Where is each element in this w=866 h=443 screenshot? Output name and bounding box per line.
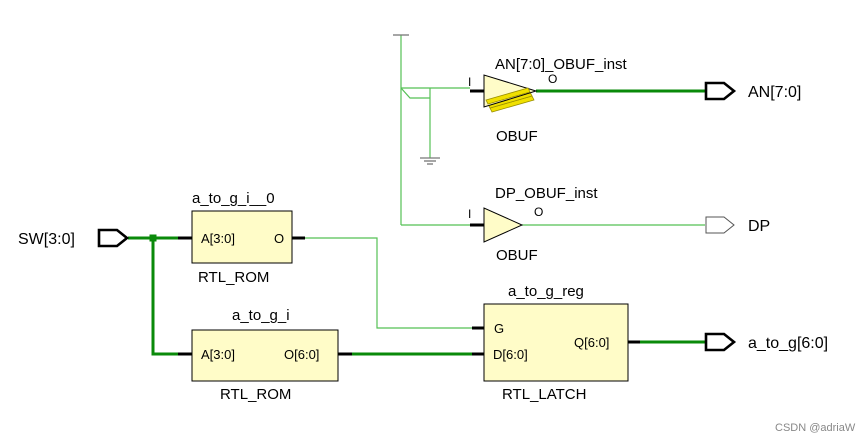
rom1-type-label: RTL_ROM xyxy=(220,386,291,403)
latch-body xyxy=(483,303,629,382)
latch-instance-label: a_to_g_reg xyxy=(508,283,584,300)
output-port-a-to-g[interactable]: a_to_g[6:0] xyxy=(704,332,828,352)
input-port-label: SW[3:0] xyxy=(18,231,75,248)
rom0-pin-a: A[3:0] xyxy=(201,231,235,246)
bus-junction-dot xyxy=(149,234,157,242)
an-obuf-instance-label: AN[7:0]_OBUF_inst xyxy=(495,56,628,73)
rom0-pin-o: O xyxy=(274,231,284,246)
output-port-a-to-g-arrow-icon xyxy=(704,332,737,352)
an-obuf-cell[interactable]: AN[7:0]_OBUF_inst I O OBUF xyxy=(468,56,628,145)
output-port-an-label: AN[7:0] xyxy=(748,84,801,101)
latch-cell[interactable]: a_to_g_reg G D[6:0] Q[6:0] RTL_LATCH xyxy=(483,283,629,403)
pin-stubs xyxy=(178,89,640,356)
output-port-an-arrow-icon xyxy=(704,81,737,101)
wire-sw-to-rom1[interactable] xyxy=(151,238,178,356)
rom0-type-label: RTL_ROM xyxy=(198,269,269,286)
rom1-cell[interactable]: a_to_g_i A[3:0] O[6:0] RTL_ROM xyxy=(191,307,339,403)
output-port-an[interactable]: AN[7:0] xyxy=(704,81,801,101)
wire-rom0-to-latch-g[interactable] xyxy=(305,237,472,329)
signal-wires xyxy=(305,35,705,329)
dp-obuf-pin-o: O xyxy=(534,205,543,219)
latch-type-label: RTL_LATCH xyxy=(502,386,586,403)
output-port-dp-arrow-icon xyxy=(705,216,735,234)
input-port-sw[interactable]: SW[3:0] xyxy=(18,228,130,248)
output-port-a-to-g-label: a_to_g[6:0] xyxy=(748,335,828,352)
input-port-arrow-icon xyxy=(97,228,130,248)
ground-symbol xyxy=(420,157,440,165)
rom1-instance-label: a_to_g_i xyxy=(232,307,290,324)
rom1-body xyxy=(191,329,339,382)
rom0-cell[interactable]: a_to_g_i__0 A[3:0] O RTL_ROM xyxy=(191,190,293,286)
dp-obuf-type-label: OBUF xyxy=(496,247,538,264)
an-obuf-pin-o: O xyxy=(548,72,557,86)
dp-obuf-instance-label: DP_OBUF_inst xyxy=(495,185,598,202)
rom1-pin-a: A[3:0] xyxy=(201,347,235,362)
an-obuf-stripe-1 xyxy=(485,87,531,105)
dp-obuf-pin-i: I xyxy=(468,207,471,221)
latch-pin-q: Q[6:0] xyxy=(574,335,609,350)
output-port-dp-label: DP xyxy=(748,218,770,235)
dp-obuf-triangle xyxy=(483,207,524,243)
an-obuf-pin-i: I xyxy=(468,75,471,89)
watermark-text: CSDN @adriaW xyxy=(775,422,856,434)
rom0-instance-label: a_to_g_i__0 xyxy=(192,190,275,207)
an-obuf-type-label: OBUF xyxy=(496,128,538,145)
rom1-pin-o: O[6:0] xyxy=(284,347,319,362)
output-port-dp[interactable]: DP xyxy=(705,216,770,235)
latch-pin-d: D[6:0] xyxy=(493,347,528,362)
dp-obuf-cell[interactable]: DP_OBUF_inst I O OBUF xyxy=(468,185,598,264)
latch-pin-g: G xyxy=(494,321,504,336)
wire-ground-diag[interactable] xyxy=(400,87,430,99)
rom0-body xyxy=(191,210,293,264)
